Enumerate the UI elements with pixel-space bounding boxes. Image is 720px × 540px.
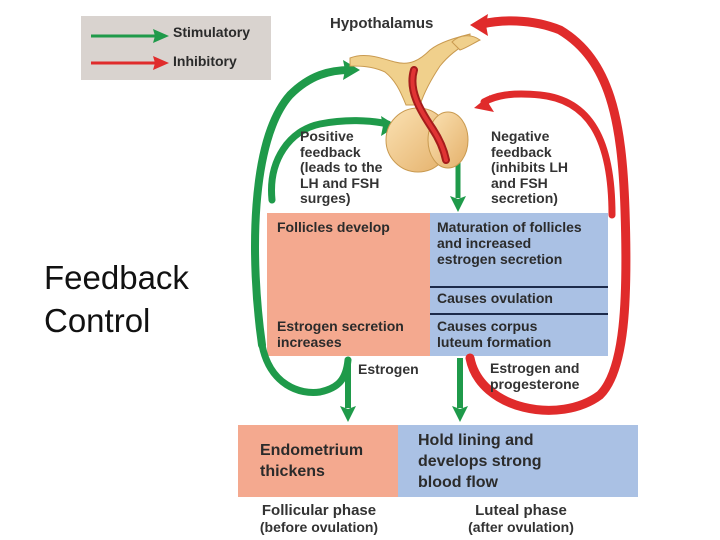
estrogen-label: Estrogen <box>358 361 419 377</box>
pituitary-gland-icon <box>349 33 481 173</box>
ovary-divider-1 <box>430 286 608 288</box>
luteal-phase-label: Luteal phase <box>475 502 567 519</box>
estrogen-arrow <box>258 341 356 422</box>
hold-lining-text: Hold lining and develops strong blood fl… <box>418 432 542 491</box>
estrogen-progesterone-label: Estrogen and progesterone <box>490 360 580 392</box>
negative-feedback-inner-arrow <box>474 90 616 219</box>
estrogen-secretion-text: Estrogen secretion increases <box>277 318 404 350</box>
follicular-phase-label: Follicular phase <box>261 502 377 519</box>
corpus-luteum-text: Causes corpus luteum formation <box>437 318 552 350</box>
legend-inhibitory-label: Inhibitory <box>173 53 237 69</box>
follicular-phase-sub: (before ovulation) <box>259 519 379 535</box>
legend: Stimulatory Inhibitory <box>81 16 271 80</box>
slide-title: Feedback Control <box>44 259 189 339</box>
luteal-arrow <box>452 358 468 422</box>
stimulatory-arrow-icon <box>91 29 169 43</box>
endometrium-text: Endometrium thickens <box>260 442 364 480</box>
pituitary-to-ovary-arrow <box>450 162 466 212</box>
ovary-left-box <box>267 213 430 356</box>
ovary-right-box <box>430 213 608 356</box>
legend-arrows <box>91 29 169 70</box>
negative-feedback-label: Negative feedback (inhibits LH and FSH s… <box>491 128 568 206</box>
follicular-phase: Follicular phase (before ovulation) <box>244 502 394 536</box>
ovulation-text: Causes ovulation <box>437 290 553 306</box>
luteal-phase: Luteal phase (after ovulation) <box>446 502 596 536</box>
uterus-right-box <box>398 425 638 497</box>
inhibitory-arrow-icon <box>91 56 169 70</box>
negative-feedback-outer-arrow <box>465 14 631 415</box>
positive-feedback-arrow <box>251 60 360 349</box>
maturation-text: Maturation of follicles and increased es… <box>437 219 582 267</box>
ovary-divider-2 <box>430 313 608 315</box>
hypothalamus-label: Hypothalamus <box>330 15 434 32</box>
follicles-develop-text: Follicles develop <box>277 219 390 235</box>
luteal-phase-sub: (after ovulation) <box>468 519 574 535</box>
legend-stimulatory-label: Stimulatory <box>173 24 251 40</box>
positive-feedback-label: Positive feedback (leads to the LH and F… <box>300 128 383 206</box>
uterus-left-box <box>238 425 398 497</box>
